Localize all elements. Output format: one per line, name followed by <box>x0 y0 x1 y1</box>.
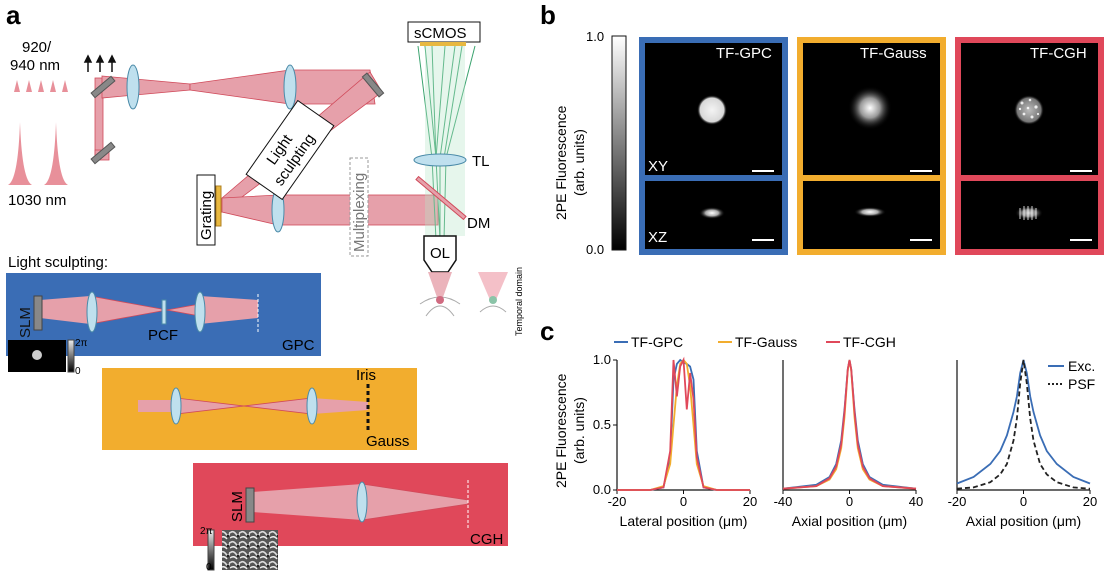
y-tick-label: 0.5 <box>593 417 611 432</box>
green-fill <box>425 46 465 236</box>
svg-text:TF-Gauss: TF-Gauss <box>860 45 927 62</box>
x-tick-label: 20 <box>743 494 757 509</box>
tl-label: TL <box>472 153 490 170</box>
colorbar <box>611 35 627 251</box>
lenses <box>126 64 297 233</box>
svg-text:OL: OL <box>430 245 450 262</box>
series-line-tf-cgh <box>782 359 917 490</box>
short-pulses-icon <box>14 80 68 92</box>
panel-b-ylabel-2: (arb. units) <box>571 129 587 196</box>
svg-text:Grating: Grating <box>198 191 215 240</box>
panel-b-letter: b <box>540 0 556 30</box>
panel-c-ylabel-2: (arb. units) <box>571 397 587 464</box>
x-tick-label: -40 <box>774 494 793 509</box>
svg-text:PCF: PCF <box>148 327 178 344</box>
panel-c-ylabel: 2PE Fluorescence <box>553 373 569 488</box>
panel-b: b 2PE Fluorescence (arb. units) 1.0 0.0 … <box>540 0 1104 257</box>
multiplexing-box: Multiplexing <box>349 157 369 257</box>
series-line-psf <box>956 359 1091 490</box>
series-line-tf-cgh <box>617 356 750 491</box>
legend-label: PSF <box>1068 376 1095 392</box>
series-line-tf-gpc <box>617 358 750 491</box>
laser-920-940-label: 920/ <box>22 39 52 56</box>
gauss-module: Iris Gauss <box>102 367 417 450</box>
svg-text:CGH: CGH <box>470 531 503 548</box>
x-tick-label: -20 <box>608 494 627 509</box>
x-tick-label: 0 <box>846 494 853 509</box>
colorbar-max: 1.0 <box>586 29 604 44</box>
x-tick-label: -20 <box>948 494 967 509</box>
series-line-tf-gauss <box>617 358 750 491</box>
sample-cone <box>419 272 461 317</box>
long-pulses-icon <box>8 122 68 185</box>
tile-cgh: TF-CGH <box>955 37 1104 255</box>
x-tick-label: 0 <box>680 494 687 509</box>
tube-lens <box>413 153 467 167</box>
svg-text:0: 0 <box>206 562 212 573</box>
cgh-module: SLM CGH 2π 0 <box>193 463 508 573</box>
x-tick-label: 40 <box>909 494 923 509</box>
panel-c-letter: c <box>540 316 554 346</box>
x-axis-label: Axial position (μm) <box>792 513 907 529</box>
svg-text:Multiplexing: Multiplexing <box>351 173 368 252</box>
svg-text:XY: XY <box>648 158 668 175</box>
scmos-box: sCMOS <box>407 21 481 46</box>
legend-label: Exc. <box>1068 358 1095 374</box>
x-axis-label: Axial position (μm) <box>966 513 1081 529</box>
tile-gauss: TF-Gauss <box>797 37 946 255</box>
legend-label: TF-Gauss <box>735 334 797 350</box>
x-tick-label: 20 <box>1083 494 1097 509</box>
mirrors <box>90 72 385 165</box>
svg-text:TF-GPC: TF-GPC <box>716 45 772 62</box>
svg-text:XZ: XZ <box>648 229 667 246</box>
x-axis-label: Lateral position (μm) <box>620 513 748 529</box>
dichroic-mirror <box>415 175 467 221</box>
legend-label: TF-GPC <box>631 334 683 350</box>
dm-label: DM <box>467 215 490 232</box>
svg-text:TF-CGH: TF-CGH <box>1030 45 1087 62</box>
svg-text:GPC: GPC <box>282 337 315 354</box>
svg-text:SLM: SLM <box>17 307 34 338</box>
panel-b-ylabel: 2PE Fluorescence <box>553 105 569 220</box>
y-tick-label: 0.0 <box>593 482 611 497</box>
svg-text:SLM: SLM <box>229 491 246 522</box>
panel-a-letter: a <box>6 0 21 30</box>
svg-text:sCMOS: sCMOS <box>414 25 467 42</box>
svg-text:2π: 2π <box>200 526 213 537</box>
svg-text:0: 0 <box>75 366 81 377</box>
tile-gpc: TF-GPC XY XZ <box>639 37 788 255</box>
x-tick-label: 0 <box>1020 494 1027 509</box>
laser-1030-label: 1030 nm <box>8 192 66 209</box>
svg-text:Gauss: Gauss <box>366 433 409 450</box>
grating-label-box: Grating <box>196 174 216 246</box>
series-line-tf-gauss <box>782 359 917 490</box>
gpc-module: SLM PCF GPC 2π 0 <box>6 273 321 377</box>
svg-text:Iris: Iris <box>356 367 376 384</box>
y-tick-label: 1.0 <box>593 352 611 367</box>
panel-c: c 2PE Fluorescence (arb. units) -20 0 20 0.… <box>540 316 1097 529</box>
light-sculpting-box: Light sculpting <box>245 99 335 201</box>
temporal-domain-inset: Temporal domain <box>478 267 524 336</box>
objective-lens: OL <box>423 235 457 273</box>
colorbar-min: 0.0 <box>586 242 604 257</box>
laser-920-940-label-2: 940 nm <box>10 57 60 74</box>
svg-text:Temporal domain: Temporal domain <box>514 267 524 336</box>
legend-label: TF-CGH <box>843 334 896 350</box>
svg-text:2π: 2π <box>75 338 88 349</box>
output-arrows-icon <box>83 54 117 72</box>
series-line-tf-gpc <box>782 359 917 490</box>
light-sculpting-heading: Light sculpting: <box>8 254 108 271</box>
grating-element <box>215 185 222 227</box>
panel-a: a 920/ 940 nm 1030 nm <box>6 0 524 573</box>
